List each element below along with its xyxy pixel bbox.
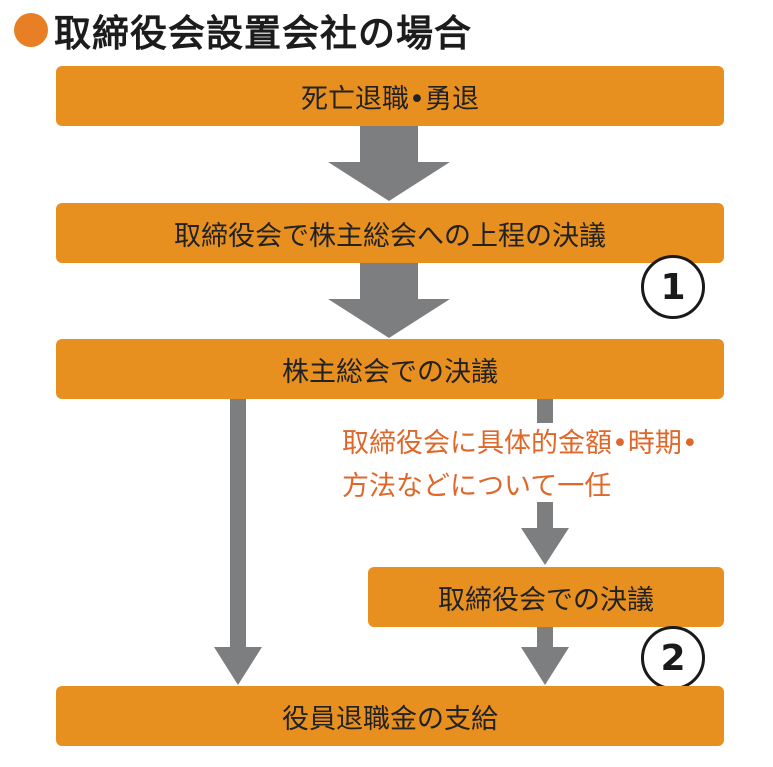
step-marker-2: 2 [641, 626, 705, 690]
delegation-note: 取締役会に具体的金額•時期• 方法などについて一任 [342, 422, 698, 508]
step-label-payment: 役員退職金の支給 [282, 703, 498, 735]
step-box-shareholder-resolution: 株主総会での決議 [56, 339, 724, 399]
step-label-board-proposal: 取締役会で株主総会への上程の決議 [174, 220, 606, 252]
arrow-step1-to-step2 [328, 126, 450, 201]
arrow-note-to-step4 [521, 502, 569, 565]
arrow-step4-to-step5 [521, 627, 569, 685]
arrow-step3-to-step5 [214, 399, 262, 685]
delegation-note-line2: 方法などについて一任 [342, 471, 612, 502]
step-marker-1: 1 [641, 255, 705, 319]
step-box-retirement: 死亡退職•勇退 [56, 66, 724, 126]
step-label-retirement: 死亡退職•勇退 [301, 83, 479, 115]
page-title: 取締役会設置会社の場合 [14, 4, 472, 56]
title-bullet-icon [14, 13, 48, 47]
step-box-payment: 役員退職金の支給 [56, 686, 724, 746]
step-box-board-resolution: 取締役会での決議 [368, 567, 724, 627]
step-label-shareholder-resolution: 株主総会での決議 [282, 356, 498, 388]
delegation-note-line1: 取締役会に具体的金額•時期• [342, 428, 698, 459]
step-label-board-resolution: 取締役会での決議 [438, 584, 654, 616]
title-text: 取締役会設置会社の場合 [54, 12, 472, 55]
arrow-step2-to-step3 [328, 263, 450, 338]
step-box-board-proposal: 取締役会で株主総会への上程の決議 [56, 203, 724, 263]
arrow-step3-to-note-segment [537, 399, 553, 423]
